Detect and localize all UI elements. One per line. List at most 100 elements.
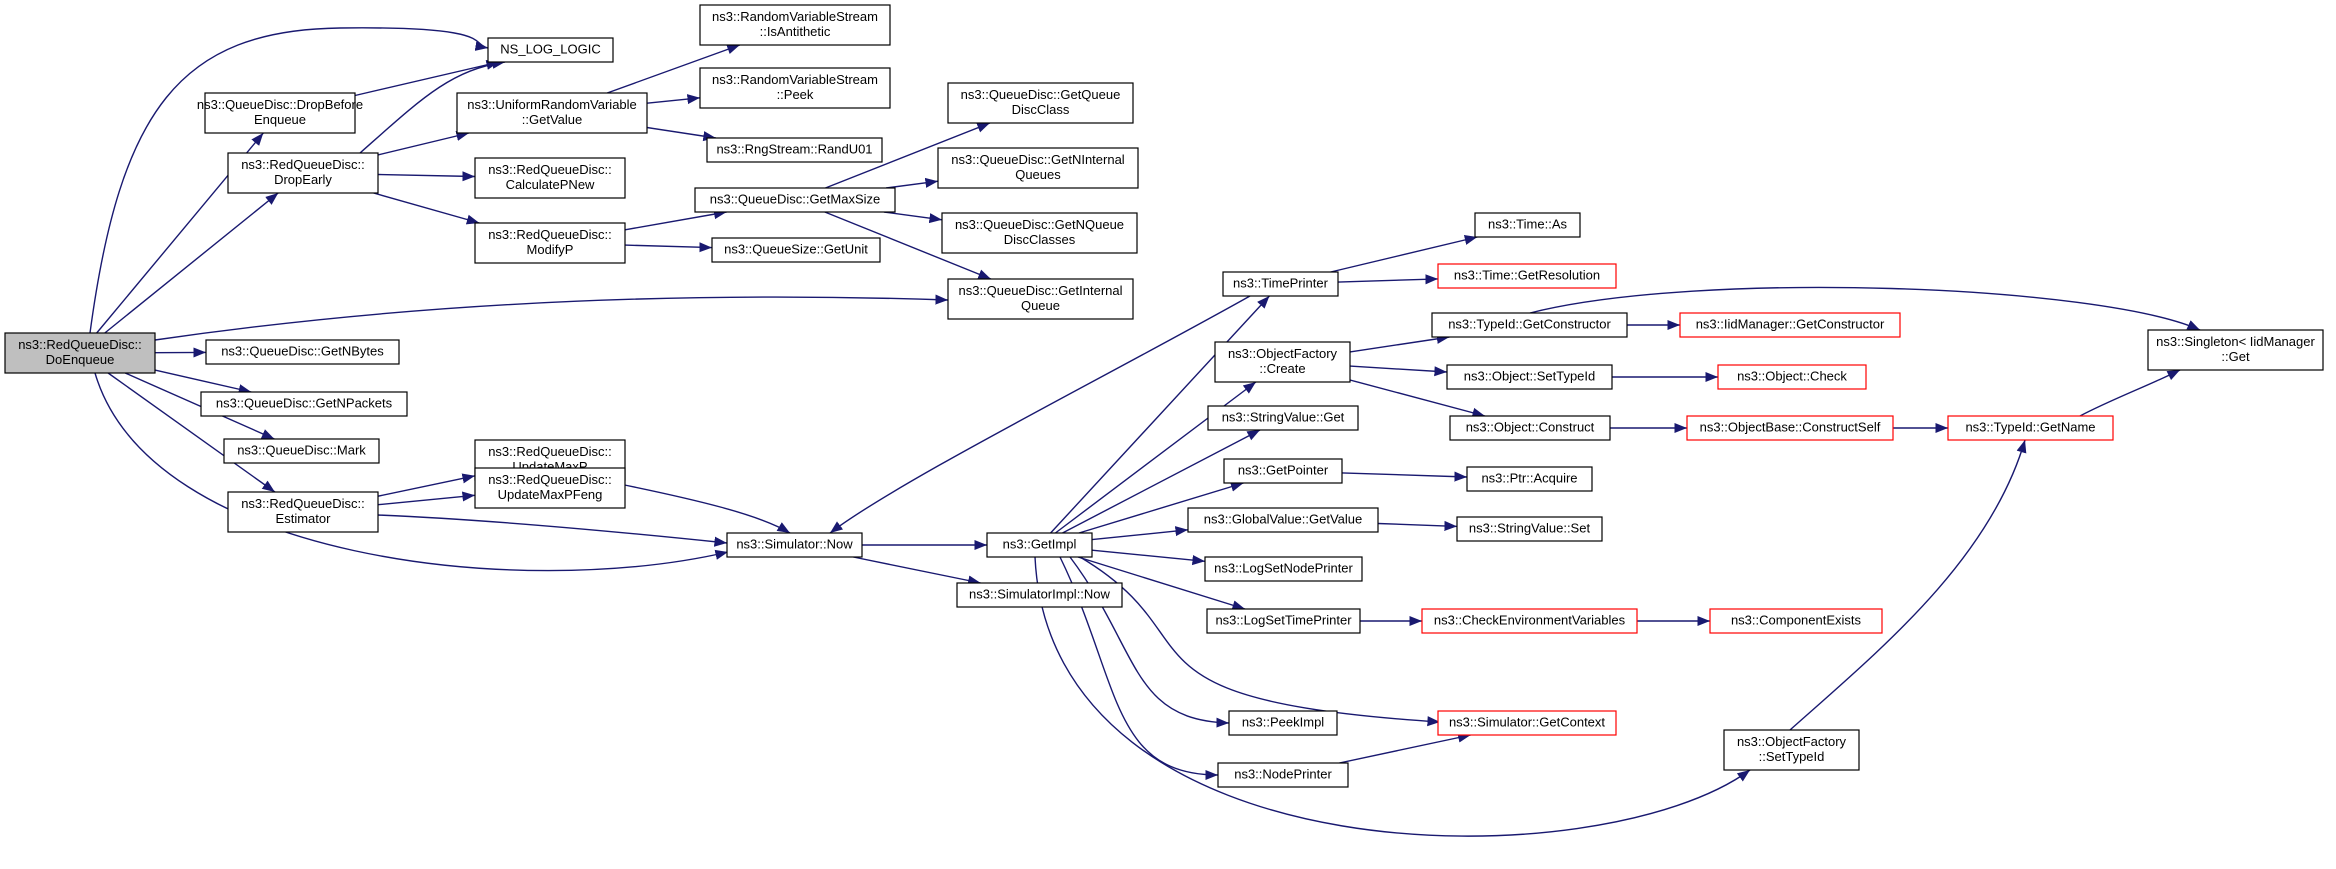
node-iidmgrgetctor[interactable]: ns3::IidManager::GetConstructor xyxy=(1679,312,1901,338)
edge-getpointer-to-ptracquire xyxy=(1341,471,1468,482)
edge-root-to-getnpackets xyxy=(154,369,252,395)
node-updatemaxpfeng[interactable]: ns3::RedQueueDisc::UpdateMaxPFeng xyxy=(474,467,626,509)
node-label: ns3::RedQueueDisc:: xyxy=(488,444,612,459)
node-modifyp[interactable]: ns3::RedQueueDisc::ModifyP xyxy=(474,222,626,264)
node-getnbytes[interactable]: ns3::QueueDisc::GetNBytes xyxy=(205,339,400,365)
node-label: ns3::RedQueueDisc:: xyxy=(488,472,612,487)
node-box xyxy=(941,212,1138,254)
node-label: ns3::Simulator::Now xyxy=(736,536,853,551)
node-box xyxy=(1222,271,1339,297)
node-box xyxy=(1187,507,1379,533)
node-label: ns3::QueueDisc::GetQueue xyxy=(961,87,1121,102)
node-label: ns3::QueueDisc::DropBefore xyxy=(197,97,363,112)
node-objsettypeid[interactable]: ns3::Object::SetTypeId xyxy=(1446,364,1613,390)
node-objcheck[interactable]: ns3::Object::Check xyxy=(1717,364,1867,390)
node-label: ns3::RedQueueDisc:: xyxy=(488,162,612,177)
edge-urvget-to-rvspeek xyxy=(646,94,701,105)
node-singleton[interactable]: ns3::Singleton< IidManager::Get xyxy=(2147,329,2324,371)
edge-root-to-dropearly xyxy=(104,192,279,334)
node-label: ns3::QueueDisc::GetMaxSize xyxy=(710,191,881,206)
node-logsettimeprinter[interactable]: ns3::LogSetTimePrinter xyxy=(1206,608,1361,634)
node-ptracquire[interactable]: ns3::Ptr::Acquire xyxy=(1466,466,1593,492)
node-box xyxy=(711,237,881,263)
node-box xyxy=(204,92,356,134)
node-label: ns3::TypeId::GetConstructor xyxy=(1448,316,1611,331)
node-getimpl[interactable]: ns3::GetImpl xyxy=(986,532,1093,558)
node-box xyxy=(1204,556,1363,582)
node-logsetnodeprinter[interactable]: ns3::LogSetNodePrinter xyxy=(1204,556,1363,582)
node-label: ns3::QueueDisc::GetInternal xyxy=(958,283,1122,298)
node-label: ::Peek xyxy=(777,87,814,102)
edge-root-to-nslog xyxy=(89,27,489,334)
node-objbaseconstructself[interactable]: ns3::ObjectBase::ConstructSelf xyxy=(1686,415,1894,441)
node-rvsanti[interactable]: ns3::RandomVariableStream::IsAntithetic xyxy=(699,4,891,46)
node-label: DropEarly xyxy=(274,172,332,187)
node-objfactcreate[interactable]: ns3::ObjectFactory::Create xyxy=(1214,341,1351,383)
node-box xyxy=(986,532,1093,558)
node-nslog[interactable]: NS_LOG_LOGIC xyxy=(487,37,614,63)
edge-objfactsettypeid-to-typeidgetname xyxy=(1789,439,2027,731)
node-box xyxy=(1223,458,1343,484)
node-randu01[interactable]: ns3::RngStream::RandU01 xyxy=(706,137,883,163)
node-label: ns3::GetImpl xyxy=(1003,536,1077,551)
node-label: ns3::GlobalValue::GetValue xyxy=(1204,511,1363,526)
node-getunit[interactable]: ns3::QueueSize::GetUnit xyxy=(711,237,881,263)
node-simgetcontext[interactable]: ns3::Simulator::GetContext xyxy=(1437,710,1617,736)
node-dropearly[interactable]: ns3::RedQueueDisc::DropEarly xyxy=(227,152,379,194)
node-box xyxy=(947,278,1134,320)
node-nodeprinter[interactable]: ns3::NodePrinter xyxy=(1217,762,1349,788)
edge-estimator-to-updatemaxpfeng xyxy=(377,491,476,506)
node-mark[interactable]: ns3::QueueDisc::Mark xyxy=(223,438,380,464)
node-checkenv[interactable]: ns3::CheckEnvironmentVariables xyxy=(1421,608,1638,634)
node-getmaxsize[interactable]: ns3::QueueDisc::GetMaxSize xyxy=(694,187,896,213)
node-box xyxy=(1217,762,1349,788)
edge-dropearly-to-urvget xyxy=(377,131,470,156)
node-timegetres[interactable]: ns3::Time::GetResolution xyxy=(1437,263,1617,289)
node-peekimpl[interactable]: ns3::PeekImpl xyxy=(1228,710,1338,736)
node-stringvalueget[interactable]: ns3::StringValue::Get xyxy=(1207,405,1359,431)
node-stringvalueset[interactable]: ns3::StringValue::Set xyxy=(1456,516,1603,542)
node-objfactsettypeid[interactable]: ns3::ObjectFactory::SetTypeId xyxy=(1723,729,1860,771)
node-typeidgetname[interactable]: ns3::TypeId::GetName xyxy=(1947,415,2114,441)
edge-nodeprinter-to-simgetcontext xyxy=(1339,732,1471,764)
node-updatemaxp[interactable]: ns3::RedQueueDisc::UpdateMaxP xyxy=(474,439,626,481)
node-componentexists[interactable]: ns3::ComponentExists xyxy=(1709,608,1883,634)
node-rvspeek[interactable]: ns3::RandomVariableStream::Peek xyxy=(699,67,891,109)
node-globalvalueget[interactable]: ns3::GlobalValue::GetValue xyxy=(1187,507,1379,533)
node-getpointer[interactable]: ns3::GetPointer xyxy=(1223,458,1343,484)
node-calcpnew[interactable]: ns3::RedQueueDisc::CalculatePNew xyxy=(474,157,626,199)
node-simimplnow[interactable]: ns3::SimulatorImpl::Now xyxy=(956,582,1123,608)
node-label: ns3::RedQueueDisc:: xyxy=(488,227,612,242)
node-box xyxy=(699,4,891,46)
node-label: Queues xyxy=(1015,167,1061,182)
node-root: ns3::RedQueueDisc::DoEnqueue xyxy=(4,332,156,374)
node-urvget[interactable]: ns3::UniformRandomVariable::GetValue xyxy=(456,92,648,134)
node-simnow[interactable]: ns3::Simulator::Now xyxy=(726,532,863,558)
node-label: ns3::QueueSize::GetUnit xyxy=(724,241,868,256)
edge-estimator-to-updatemaxp xyxy=(377,473,476,497)
node-getnpackets[interactable]: ns3::QueueDisc::GetNPackets xyxy=(200,391,408,417)
node-label: ns3::Object::Check xyxy=(1737,368,1847,383)
node-label: ns3::QueueDisc::GetNQueue xyxy=(955,217,1124,232)
node-timeas[interactable]: ns3::Time::As xyxy=(1474,212,1581,238)
node-label: ns3::QueueDisc::GetNPackets xyxy=(216,395,393,410)
node-label: ns3::ObjectFactory xyxy=(1737,734,1847,749)
node-box xyxy=(456,92,648,134)
node-typeidgetctor[interactable]: ns3::TypeId::GetConstructor xyxy=(1431,312,1628,338)
node-label: ns3::ObjectFactory xyxy=(1228,346,1338,361)
node-label: ns3::GetPointer xyxy=(1238,462,1329,477)
node-estimator[interactable]: ns3::RedQueueDisc::Estimator xyxy=(227,491,379,533)
node-label: ns3::Ptr::Acquire xyxy=(1481,470,1577,485)
node-label: ns3::UniformRandomVariable xyxy=(467,97,637,112)
node-label: ns3::Time::As xyxy=(1488,216,1567,231)
node-box xyxy=(1466,466,1593,492)
node-objconstruct[interactable]: ns3::Object::Construct xyxy=(1449,415,1611,441)
node-timeprinter[interactable]: ns3::TimePrinter xyxy=(1222,271,1339,297)
node-box xyxy=(1214,341,1351,383)
